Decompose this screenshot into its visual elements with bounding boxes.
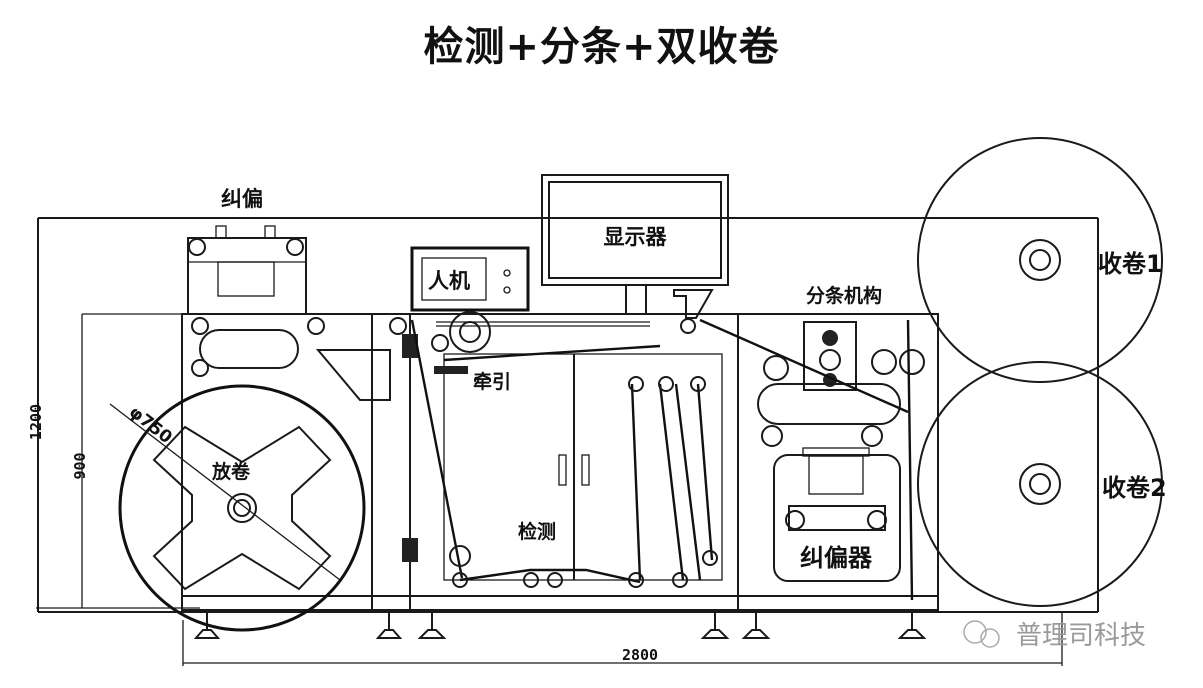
dim-frame-height: 900 — [71, 452, 89, 479]
wechat-icon — [963, 620, 987, 644]
left-upper-assembly — [191, 317, 418, 562]
label-deviation-top: 纠偏 — [221, 187, 263, 211]
inspection-web-path — [410, 318, 718, 588]
slitting-mechanism — [699, 318, 925, 601]
label-rewind-2: 收卷2 — [1102, 474, 1167, 502]
label-traction: 牵引 — [473, 370, 511, 393]
watermark: 普理司科技 — [963, 620, 1146, 651]
dimension-lines — [36, 218, 1063, 666]
machine-feet — [193, 612, 927, 639]
traction-unit — [431, 311, 491, 374]
diagram-title: 检测+分条+双收卷 — [423, 24, 780, 70]
hmi-panel — [410, 246, 530, 312]
label-unwind: 放卷 — [211, 460, 251, 483]
watermark-text: 普理司科技 — [1016, 621, 1146, 651]
corrector-device — [773, 447, 901, 582]
label-inspection: 检测 — [518, 520, 556, 543]
top-deviation-corrector — [187, 225, 307, 315]
dim-total-height: 1200 — [27, 404, 45, 440]
dim-total-length: 2800 — [622, 646, 658, 664]
display-monitor — [541, 174, 729, 319]
label-display: 显示器 — [604, 225, 668, 249]
label-hmi: 人机 — [428, 269, 470, 293]
rewind-reel-2 — [917, 361, 1163, 607]
rewind-reel-1 — [917, 137, 1163, 383]
label-rewind-1: 收卷1 — [1098, 250, 1163, 278]
label-corrector: 纠偏器 — [800, 544, 873, 572]
label-slitting: 分条机构 — [806, 284, 882, 307]
unwind-reel — [109, 384, 366, 632]
